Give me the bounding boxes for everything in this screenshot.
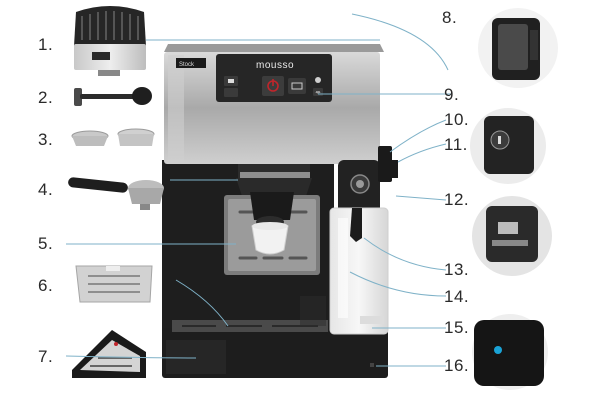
frother-handle[interactable] (378, 146, 392, 182)
callout-4: 4. (38, 180, 54, 199)
callout-2: 2. (38, 88, 54, 107)
callout-8: 8. (442, 8, 458, 27)
milk-spout (350, 208, 362, 242)
indicator-light (494, 346, 502, 354)
warmer-label: Stock (179, 62, 195, 68)
steam-knob-indicator (315, 77, 321, 83)
cup-warmer-tray (164, 44, 384, 52)
part-3-filter-baskets (71, 128, 155, 146)
callout-5: 5. (38, 234, 54, 253)
brew-group (236, 178, 312, 196)
callout-1: 1. (38, 35, 54, 54)
callout-11: 11. (444, 135, 468, 154)
espresso-machine: Stock mousso (162, 44, 398, 378)
callout-16: 16. (444, 356, 470, 375)
cappuccino-button[interactable] (288, 78, 306, 94)
detail-11-frother-knob (470, 108, 546, 184)
steam-icon (315, 91, 321, 95)
portafilter-spout (250, 192, 294, 220)
part-4-portafilter (68, 177, 164, 210)
power-icon (267, 79, 279, 92)
callout-6: 6. (38, 276, 54, 295)
callout-13: 13. (444, 260, 470, 279)
detail-16-indicator (472, 314, 548, 390)
espresso-cup (251, 225, 289, 255)
part-1-water-tank-lid (74, 6, 146, 76)
part-6-drip-grid (75, 265, 153, 303)
callout-12: 12. (444, 190, 470, 209)
detail-8-water-tank (478, 8, 558, 88)
detail-12-milk-lid (472, 196, 552, 276)
callout-7: 7. (38, 347, 54, 366)
callout-10: 10. (444, 110, 470, 129)
part-7-drip-tray-detail (72, 330, 146, 378)
leader-lines (65, 13, 452, 367)
callout-9: 9. (444, 85, 460, 104)
cup-icon (228, 79, 234, 83)
callout-3: 3. (38, 130, 54, 149)
brand-logo: mousso (256, 60, 294, 71)
warmer-plate (176, 58, 206, 68)
part-2-tamper (74, 87, 152, 106)
double-cup-button[interactable] (224, 88, 238, 97)
callout-15: 15. (444, 318, 470, 337)
callout-14: 14. (444, 287, 470, 306)
